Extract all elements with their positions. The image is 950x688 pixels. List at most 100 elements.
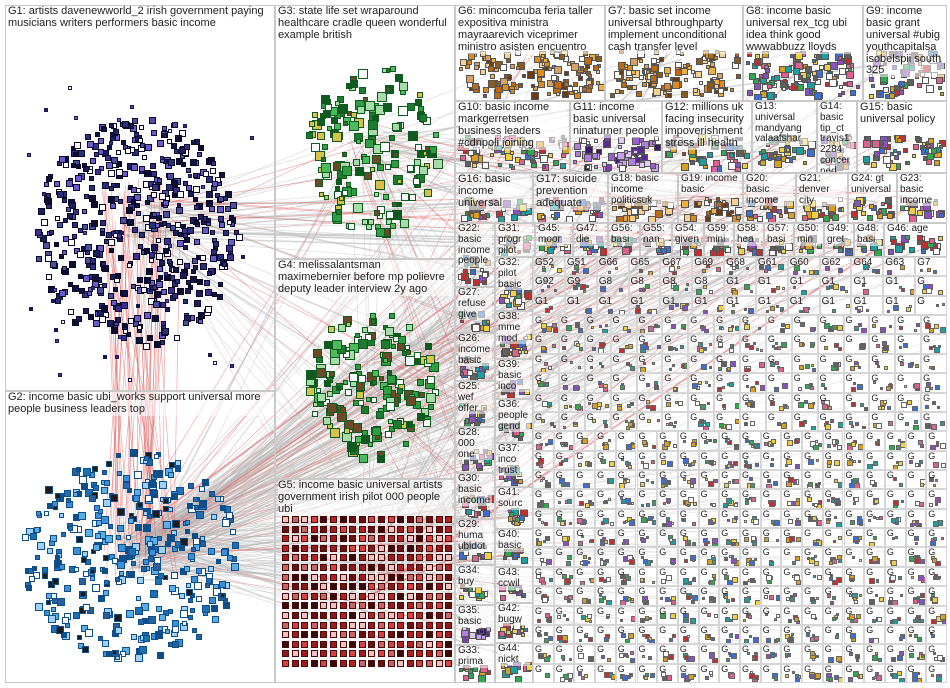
node (794, 439, 799, 444)
small-group-label: G (908, 490, 924, 500)
node (651, 460, 655, 464)
node (705, 460, 709, 464)
node (330, 593, 337, 600)
node (766, 143, 770, 147)
node (742, 163, 748, 169)
node (177, 191, 184, 198)
small-group-cell: G (921, 315, 947, 334)
node (931, 424, 937, 430)
node (476, 463, 482, 469)
node (349, 631, 356, 638)
node (311, 660, 318, 667)
group-box-g12: G12: millions uk facing insecurity impov… (662, 101, 752, 173)
node (699, 81, 703, 85)
node (183, 320, 189, 326)
node (121, 140, 126, 145)
node (413, 178, 420, 185)
node (785, 158, 790, 163)
node (407, 545, 414, 552)
node (141, 566, 147, 572)
node (693, 88, 698, 93)
group-box-g28: G28: 000 one (455, 427, 495, 473)
node (163, 498, 169, 504)
node (573, 285, 578, 290)
small-group-cell: G (766, 334, 792, 353)
node (646, 383, 650, 387)
node (397, 650, 404, 657)
node (426, 602, 433, 609)
node (100, 231, 105, 236)
node (505, 550, 512, 557)
group-box-g6: G6: mincomcuba feria taller expositiva m… (455, 5, 605, 101)
node (379, 376, 384, 381)
node (186, 280, 191, 285)
node (81, 483, 88, 490)
group-nodes (456, 334, 494, 380)
node (162, 126, 167, 131)
node (537, 380, 541, 384)
node (180, 610, 188, 618)
node (386, 211, 394, 219)
node (355, 333, 360, 338)
node (887, 204, 892, 209)
node (340, 583, 347, 590)
node (562, 91, 569, 98)
node (118, 544, 126, 552)
node (171, 143, 177, 149)
node (822, 404, 828, 410)
node (135, 607, 143, 615)
small-group-cell: G (766, 412, 792, 431)
node (35, 603, 43, 611)
node (55, 216, 60, 221)
node (504, 478, 508, 482)
node (346, 322, 351, 327)
node (188, 191, 194, 197)
node (436, 574, 443, 581)
node (782, 87, 786, 91)
node (747, 52, 752, 57)
small-group-cell: G (719, 509, 740, 528)
node (98, 636, 103, 641)
node (343, 121, 348, 126)
node (93, 320, 100, 327)
node (763, 73, 769, 79)
node (220, 505, 226, 511)
node (551, 265, 554, 268)
node (292, 516, 299, 523)
node (477, 496, 485, 504)
node (574, 265, 579, 270)
node (659, 242, 664, 247)
node (436, 593, 443, 600)
node (935, 479, 938, 482)
node (887, 270, 892, 275)
node (44, 511, 49, 516)
node (510, 380, 516, 386)
node (744, 324, 750, 330)
node (407, 564, 414, 571)
node (678, 401, 683, 406)
node (536, 462, 540, 466)
node (84, 194, 89, 199)
node (206, 578, 212, 584)
node (542, 266, 545, 269)
node (327, 403, 337, 413)
node (459, 595, 464, 600)
node (368, 564, 375, 571)
node (835, 440, 839, 444)
node (406, 350, 411, 355)
node (727, 383, 730, 386)
node (78, 512, 86, 520)
node (426, 612, 433, 619)
node (839, 85, 843, 89)
node (887, 406, 891, 410)
node (282, 622, 289, 629)
node (174, 335, 180, 341)
node (510, 89, 515, 94)
node (714, 479, 718, 483)
node (690, 484, 694, 488)
node (738, 248, 745, 255)
node (851, 387, 856, 392)
node (933, 484, 936, 487)
small-group-cell: G (616, 470, 637, 489)
node (426, 526, 433, 533)
